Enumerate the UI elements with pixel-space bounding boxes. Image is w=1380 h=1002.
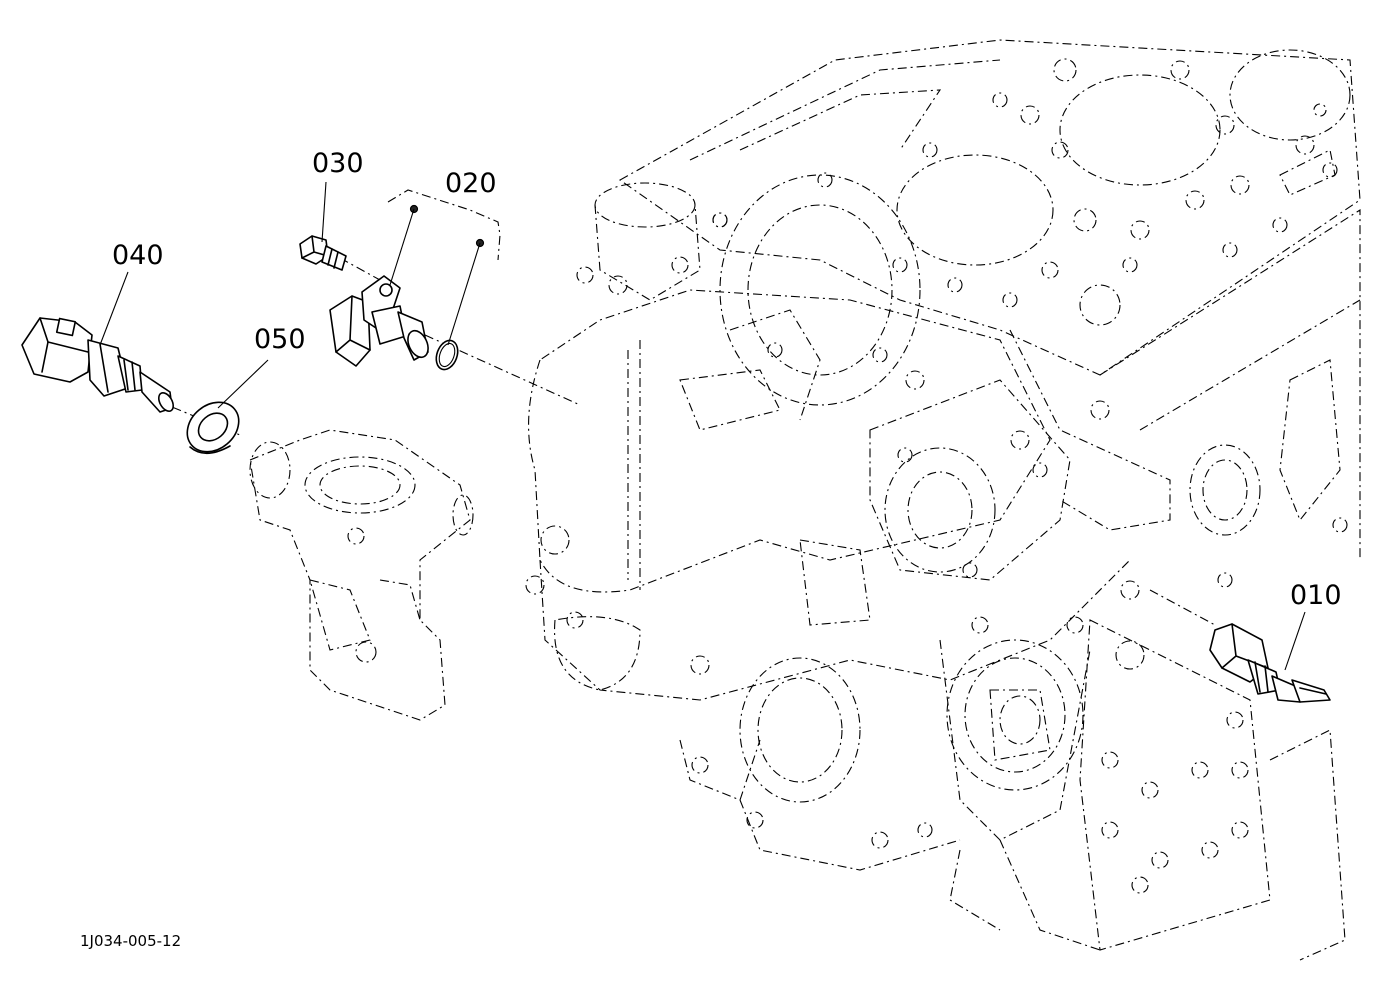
part-050-gasket[interactable] — [177, 392, 248, 462]
callout-020[interactable]: 020 — [445, 168, 497, 199]
thermostat-housing-outline — [249, 429, 474, 721]
part-030-bolt[interactable] — [299, 235, 347, 271]
part-040-temperature-sensor[interactable] — [21, 317, 176, 414]
callout-010[interactable]: 010 — [1290, 580, 1342, 611]
assembly-center-lines — [154, 257, 1216, 626]
figure-id: 1J034-005-12 — [80, 932, 181, 950]
callout-050[interactable]: 050 — [254, 324, 306, 355]
engine-block-outline — [525, 39, 1361, 961]
part-020-bracket — [387, 189, 501, 346]
part-010-oil-pressure-switch[interactable] — [1209, 623, 1331, 703]
callout-040[interactable]: 040 — [112, 240, 164, 271]
callout-030[interactable]: 030 — [312, 148, 364, 179]
part-020-speed-sensor[interactable] — [329, 275, 462, 373]
callout-leaders — [99, 181, 1306, 671]
